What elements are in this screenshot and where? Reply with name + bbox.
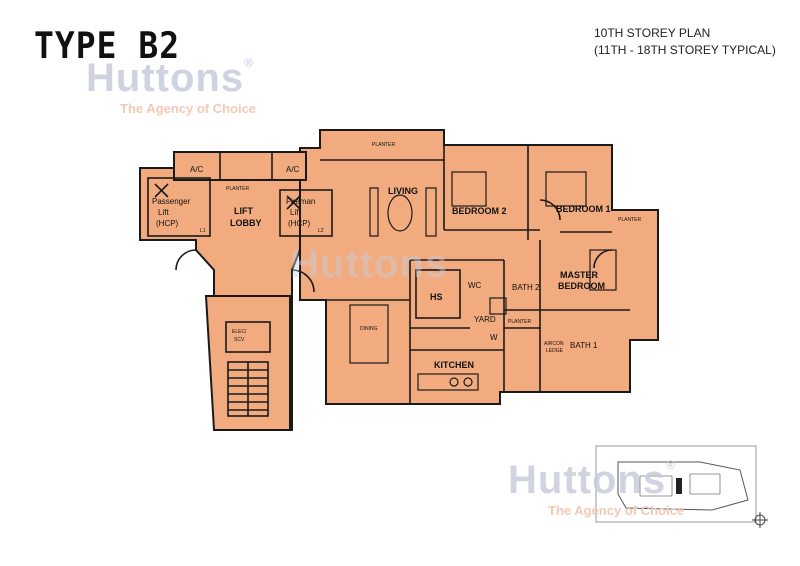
- watermark-brand: Huttons: [86, 56, 245, 100]
- passenger-lift-label: Passenger: [152, 197, 191, 206]
- lift-l2-label: L2: [318, 228, 324, 234]
- w-label: W: [490, 333, 498, 342]
- watermark-tagline-top: The Agency of Choice: [120, 101, 257, 116]
- watermark-brand-center: Huttons: [290, 242, 449, 286]
- huttons-watermark-top: Huttons®: [86, 56, 254, 101]
- planter-top-label: PLANTER: [372, 142, 395, 148]
- lift-lobby-label-2: LOBBY: [230, 218, 262, 228]
- master-bedroom-label-2: BEDROOM: [558, 281, 605, 291]
- elec-label: ELEC/: [232, 329, 247, 335]
- fireman-lift-label: Fireman: [286, 197, 315, 206]
- bath-2-label: BATH 2: [512, 283, 540, 292]
- huttons-watermark-center: Huttons: [290, 242, 448, 287]
- bed-1: [545, 171, 587, 207]
- living-table: [387, 194, 413, 232]
- planter-mid-label: PLANTER: [508, 319, 531, 325]
- passenger-lift-label-3: (HCP): [156, 219, 179, 228]
- huttons-watermark-bottom: Huttons®: [508, 458, 676, 503]
- apartment-body: [299, 129, 659, 405]
- unit-type-title: TYPE B2: [34, 24, 181, 67]
- bed-2: [451, 171, 487, 207]
- ac-ledge-strip: [173, 151, 307, 181]
- living-label: LIVING: [388, 186, 418, 196]
- key-plan: [595, 445, 768, 528]
- lift-lobby-label: LIFT: [234, 206, 253, 216]
- planter-lobby-label: PLANTER: [226, 186, 249, 192]
- fireman-lift-shaft: [279, 189, 333, 237]
- elec-scv-room: [225, 321, 271, 353]
- ac-label-2: A/C: [286, 165, 300, 174]
- ledge-label: LEDGE: [546, 348, 564, 354]
- planter-right-label: PLANTER: [618, 217, 641, 223]
- wc-label: WC: [468, 281, 482, 290]
- yard-label: YARD: [474, 315, 496, 324]
- aircon-label: AIRCON: [544, 341, 564, 347]
- ac-label-1: A/C: [190, 165, 204, 174]
- bath-1-label: BATH 1: [570, 341, 598, 350]
- storey-line-1: 10TH STOREY PLAN: [594, 26, 711, 40]
- storey-plan-label: 10TH STOREY PLAN (11TH - 18TH STOREY TYP…: [594, 25, 776, 59]
- bedroom-1-label: BEDROOM 1: [556, 204, 611, 214]
- master-bedroom-label: MASTER: [560, 270, 599, 280]
- watermark-brand-bottom: Huttons: [508, 458, 667, 502]
- passenger-lift-shaft: [147, 177, 211, 237]
- storey-line-2: (11TH - 18TH STOREY TYPICAL): [594, 43, 776, 57]
- fireman-lift-label-2: Lift: [290, 208, 301, 217]
- household-shelter: [415, 269, 461, 319]
- watermark-registered: ®: [244, 56, 254, 70]
- master-bed: [589, 249, 617, 291]
- hs-label: HS: [430, 292, 443, 302]
- dining-label: DINING: [360, 326, 378, 332]
- dining-table: [349, 304, 389, 364]
- elec-label-2: SCV: [234, 337, 245, 343]
- kitchen-label: KITCHEN: [434, 360, 474, 370]
- watermark-registered-bottom: ®: [666, 458, 676, 472]
- watermark-tagline-bottom: The Agency of Choice: [548, 503, 685, 518]
- lift-l1-label: L1: [200, 228, 206, 234]
- passenger-lift-label-2: Lift: [158, 208, 169, 217]
- fireman-lift-label-3: (HCP): [288, 219, 311, 228]
- bedroom-2-label: BEDROOM 2: [452, 206, 507, 216]
